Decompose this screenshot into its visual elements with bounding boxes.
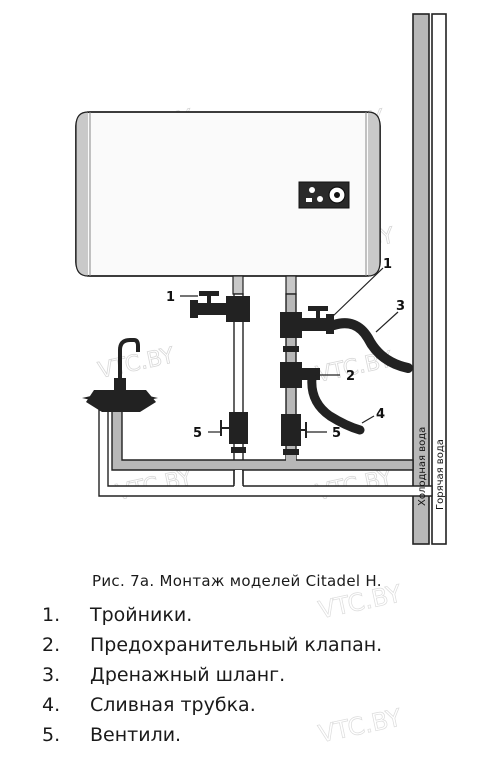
callout-valve-right: 5 — [332, 426, 341, 441]
legend-item: 4. Сливная трубка. — [42, 690, 382, 720]
drain-tube — [307, 373, 365, 435]
legend-number: 4. — [42, 694, 61, 716]
leader-lines — [180, 267, 399, 433]
legend-item: 3. Дренажный шланг. — [42, 660, 382, 690]
callout-drain-hose: 3 — [396, 299, 405, 314]
horizontal-pipes — [98, 409, 433, 497]
legend-text: Сливная трубка. — [90, 694, 256, 716]
legend-number: 1. — [42, 604, 61, 626]
hot-water-riser — [431, 13, 447, 545]
drain-hose — [329, 318, 413, 373]
cold-water-riser — [412, 13, 430, 545]
water-heater-tank — [75, 111, 381, 277]
legend-text: Дренажный шланг. — [90, 664, 286, 686]
callout-safety-valve: 2 — [346, 369, 355, 384]
legend-text: Вентили. — [90, 724, 182, 746]
legend-item: 2. Предохранительный клапан. — [42, 630, 382, 660]
legend-item: 5. Вентили. — [42, 720, 382, 750]
hot-water-label: Горячая вода — [435, 439, 446, 510]
figure-caption: Рис. 7а. Монтаж моделей Citadel H. — [92, 572, 382, 590]
riser-pipes — [412, 13, 447, 545]
legend-list: 1.Тройники. 2.Предохранительный клапан. … — [42, 600, 382, 750]
callout-tee-left: 1 — [166, 290, 175, 305]
cold-inlet-pipe — [280, 293, 334, 463]
control-panel-icon — [298, 181, 350, 209]
legend-text: Тройники. — [90, 604, 193, 626]
legend-text: Предохранительный клапан. — [90, 634, 383, 656]
legend-number: 3. — [42, 664, 61, 686]
legend-number: 5. — [42, 724, 61, 746]
cold-water-label: Холодная вода — [417, 427, 428, 506]
callout-drain-tube: 4 — [376, 407, 385, 422]
hot-outlet-pipe — [190, 291, 250, 493]
legend-item: 1. Тройники. — [42, 600, 382, 630]
callout-tee-right: 1 — [383, 257, 392, 272]
tank-outlets — [232, 275, 297, 295]
mixer-faucet-icon — [82, 338, 158, 412]
callout-valve-left: 5 — [193, 426, 202, 441]
installation-diagram: VTC.BY VTC.BY VTC.BY VTC.BY VTC.BY VTC.B… — [75, 13, 447, 545]
legend-number: 2. — [42, 634, 61, 656]
